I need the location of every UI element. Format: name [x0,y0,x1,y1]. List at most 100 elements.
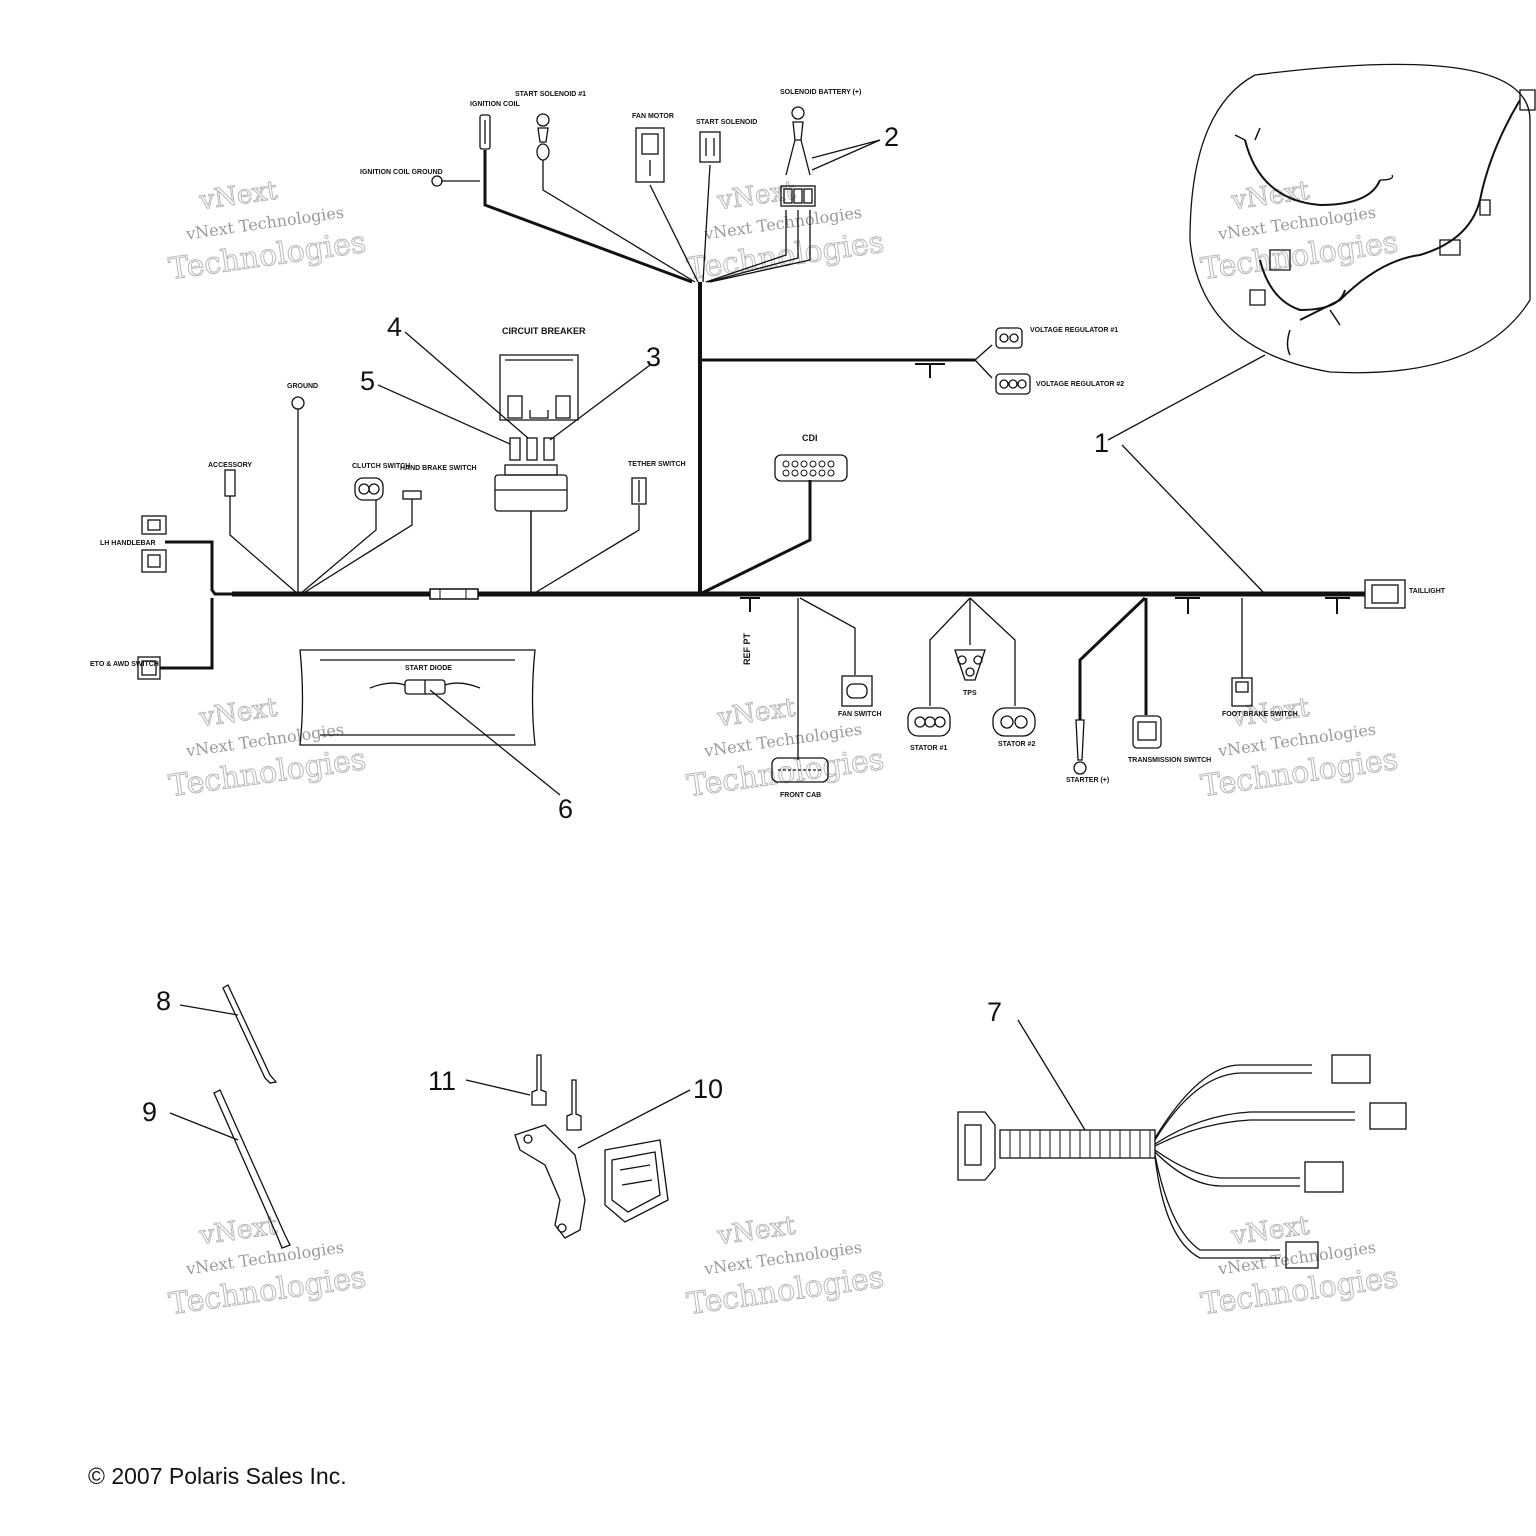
callout-2: 2 [884,122,899,152]
ignition-coil-ground-ring-terminal [431,175,443,187]
solenoid-battery-wire-b [707,210,799,283]
sub-harness-7-plug-2 [1369,1102,1407,1130]
inline-fuse [429,588,479,600]
label-foot-brake-switch: FOOT BRAKE SWITCH [1222,711,1298,718]
watermarks: vNext vNext Technologies Technologies vN… [166,175,1400,1323]
circuit-breaker [499,354,579,421]
solenoid-battery-ring-terminal [791,106,805,120]
start-solenoid-1-wire [542,160,696,283]
fuse-3 [543,437,555,461]
label-front-cab: FRONT CAB [780,792,821,799]
label-eto-awd-switch: ETO & AWD SWITCH [90,661,159,668]
eto-awd-switch-connector [137,656,161,680]
fuse-5 [509,437,521,461]
wire-tie-clip-2 [1175,597,1200,614]
connector-labels: IGNITION COIL START SOLENOID #1 FAN MOTO… [90,89,1446,799]
start-solenoid-connector [699,131,721,163]
watermark-text: vNext [715,1211,798,1252]
front-cab-connector [771,757,829,783]
watermark-text: vNext [1229,176,1312,217]
callout-9: 9 [142,1097,157,1127]
wire-tie-clip-3 [1325,597,1350,614]
clutch-switch-connector [354,477,384,501]
label-clutch-switch: CLUTCH SWITCH [352,463,410,470]
ref-pt-clip [740,597,760,612]
foot-brake-switch-connector [1231,677,1253,707]
lower-branch [299,579,1406,796]
label-start-diode: START DIODE [405,665,452,672]
taillight-connector [1364,579,1406,609]
lh-handlebar-connector-1 [141,515,167,535]
fan-switch-connector [841,675,873,707]
callout-10: 10 [693,1074,723,1104]
start-solenoid-wire [702,164,711,283]
cable-tie-8 [222,984,278,1084]
label-tether-switch: TETHER SWITCH [628,461,686,468]
label-voltage-regulator-2: VOLTAGE REGULATOR #2 [1036,381,1124,388]
ground-ring-terminal [291,396,305,410]
callout-7-leader [1017,1019,1086,1131]
callout-5: 5 [360,366,375,396]
stator-1-connector [907,707,951,737]
callout-10-leader [577,1089,691,1149]
label-ground: GROUND [287,383,318,390]
label-circuit-breaker: CIRCUIT BREAKER [502,326,586,336]
voltage-regulator-1-connector [995,327,1023,349]
solenoid-fuse-block [780,185,816,207]
solenoid-battery-wire-c [709,210,811,283]
copyright-notice: © 2007 Polaris Sales Inc. [88,1463,347,1489]
callout-6: 6 [558,794,573,824]
cdi-branch-wire [699,480,812,596]
start-diode-sleeve [299,649,536,746]
top-branch [431,106,881,284]
mounting-bracket-10 [514,1124,586,1239]
sub-harness-7-plug-4 [1285,1241,1319,1269]
sub-harness-7-conduit [999,1129,1156,1159]
cdi-connector [774,454,848,482]
callout-6-leader [429,689,561,796]
label-cdi: CDI [802,433,818,443]
lh-handlebar-connector-2 [141,549,167,573]
callout-8: 8 [156,986,171,1016]
label-lh-handlebar: LH HANDLEBAR [100,540,156,547]
ignition-coil-connector [479,114,491,150]
label-fan-motor: FAN MOTOR [632,113,674,120]
rivet-11b [566,1079,582,1131]
label-starter: STARTER (+) [1066,777,1109,784]
lh-handlebar-wire [165,540,232,596]
label-tps: TPS [963,690,977,697]
harness-trunk [160,282,1365,670]
tether-switch-connector [631,477,647,505]
callout-4: 4 [387,312,402,342]
wire-tie-clip [915,363,945,378]
left-branch [137,396,422,680]
loose-parts [169,984,1407,1269]
label-transmission-switch: TRANSMISSION SWITCH [1128,757,1211,764]
harness-overview-inset [1107,63,1536,595]
callout-1: 1 [1094,428,1109,458]
label-accessory: ACCESSORY [208,462,252,469]
label-start-solenoid-1: START SOLENOID #1 [515,91,586,98]
callout-9-leader [169,1112,239,1141]
watermark-text: vNext [715,693,798,734]
fuse-4 [526,437,538,461]
label-ref-pt: REF PT [742,632,752,665]
watermark-text: vNext [1229,1211,1312,1252]
watermark-text: vNext [197,176,280,217]
voltage-regulator-2-connector [995,373,1031,395]
label-stator-1: STATOR #1 [910,745,947,752]
watermark-text: vNext [197,1211,280,1252]
callout-3: 3 [646,342,661,372]
label-taillight: TAILLIGHT [1409,588,1446,595]
fan-motor-connector [635,127,665,183]
watermark-text: vNext [197,693,280,734]
cable-tie-9 [213,1089,291,1249]
watermark-text: vNext [715,176,798,217]
rivet-11 [531,1054,547,1106]
fuse-box [494,474,568,512]
regulator-and-cdi [774,327,1031,482]
stator-2-connector [992,707,1036,737]
sub-harness-7-connector [957,1111,996,1181]
starter-terminal [1075,719,1085,761]
